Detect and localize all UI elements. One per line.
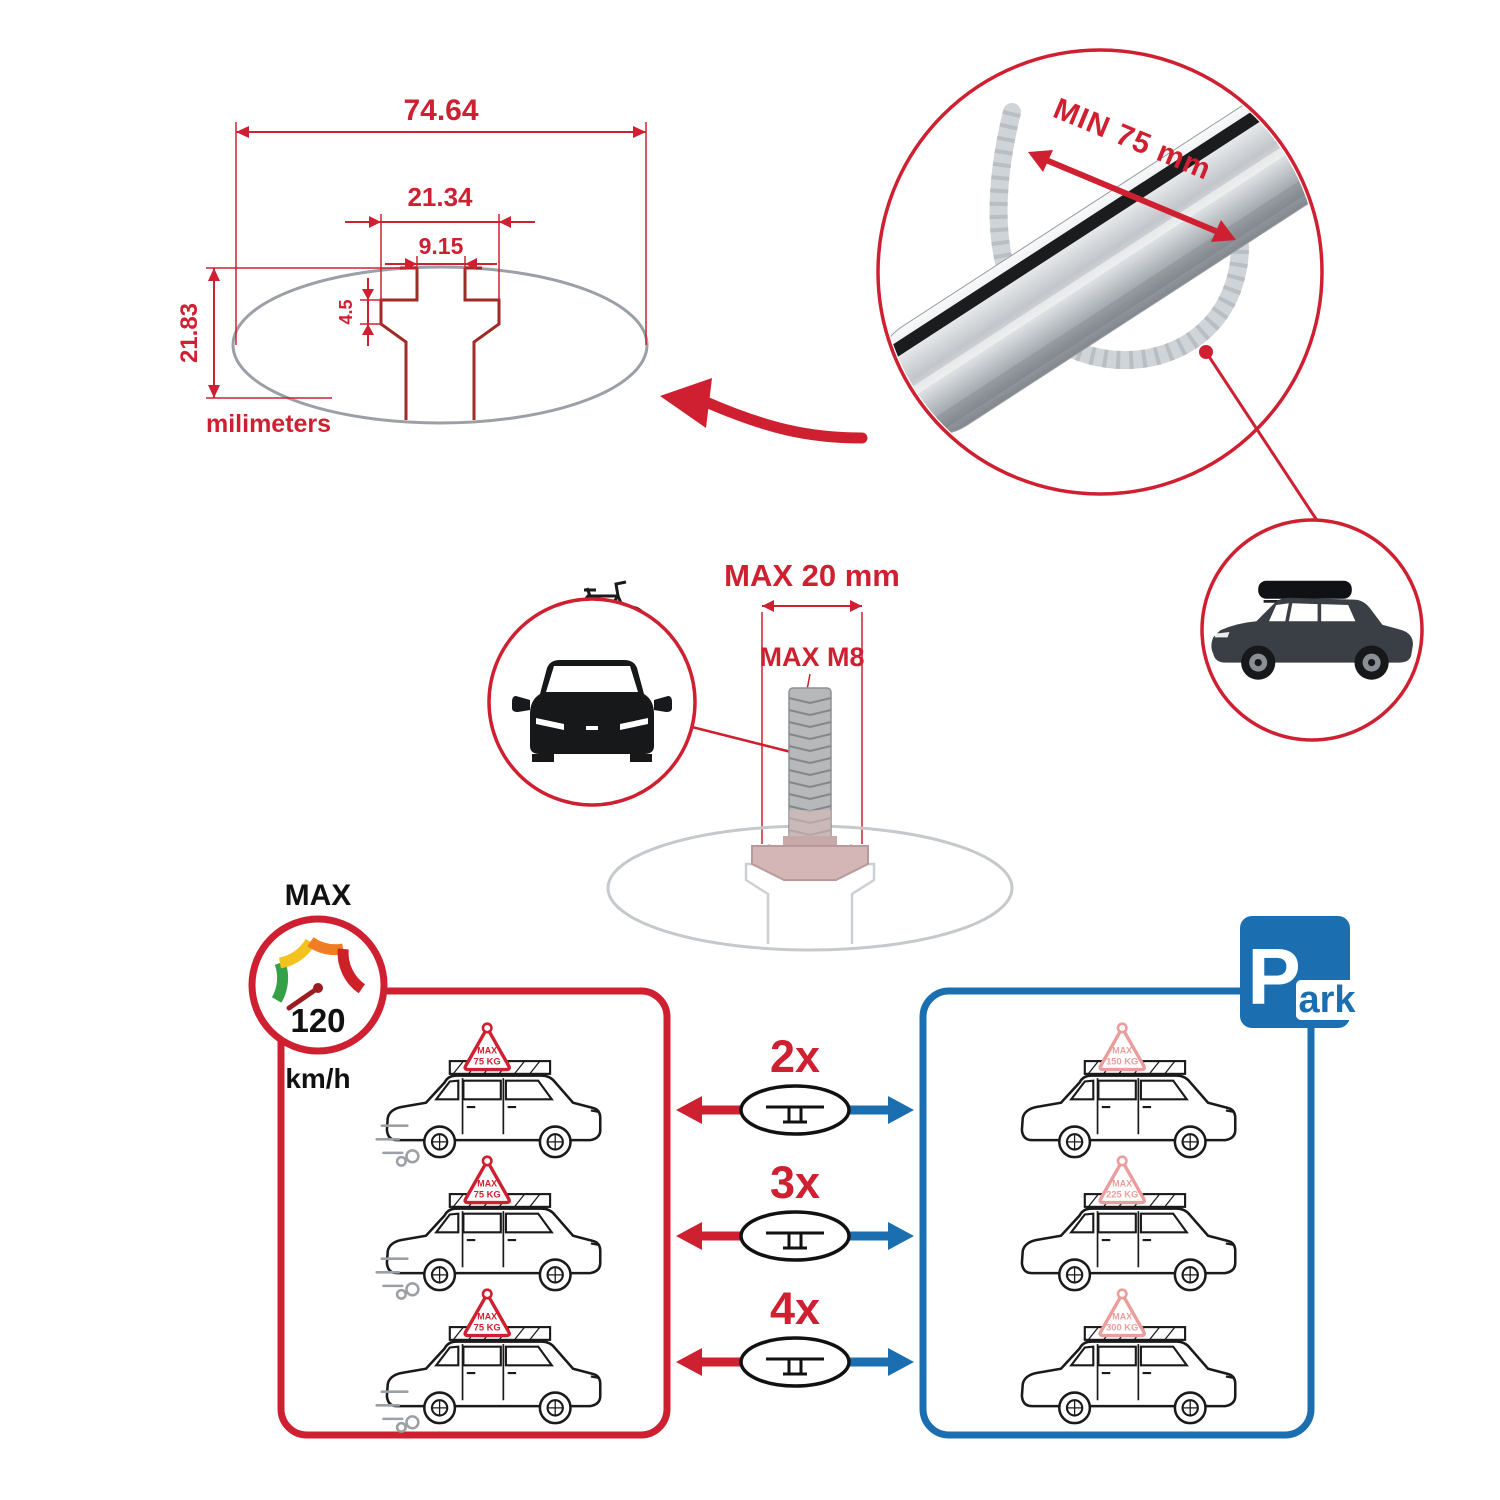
- multiplier-label: 3x: [770, 1157, 820, 1208]
- max-20-label: MAX 20 mm: [724, 558, 900, 593]
- zoom-arrow: [660, 378, 868, 444]
- dimension-slot-width: 9.15: [419, 233, 464, 259]
- bolt-icon: [751, 687, 869, 881]
- load-sign-max: MAX: [477, 1311, 497, 1321]
- dimension-slot-depth: 4.5: [336, 299, 356, 324]
- load-sign-weight: 75 KG: [474, 1323, 501, 1333]
- multiplier-label: 2x: [770, 1031, 820, 1082]
- load-sign-max: MAX: [1112, 1045, 1132, 1055]
- right-arrow: [888, 1348, 914, 1376]
- speed-units: km/h: [285, 1063, 350, 1094]
- driving-car-2: MAX 75 KG: [375, 1154, 602, 1300]
- detail-circle-outline: [876, 48, 1324, 496]
- car-front-circle: [487, 580, 796, 807]
- multiplier-row-4x: 4x: [676, 1283, 914, 1388]
- park-sign: P ark: [1240, 916, 1358, 1028]
- dimension-height: 21.83: [176, 303, 203, 363]
- crossbar-dimension-drawing: 74.64 21.34 9.15 4.5 21.83 milimeters: [176, 94, 649, 438]
- crossbar-profile-icon: [766, 1105, 824, 1124]
- driving-car-1: MAX 75 KG: [375, 1022, 602, 1167]
- suv-roofbox-circle: [1200, 518, 1424, 742]
- gauge-needle: [286, 985, 321, 1011]
- driving-car-3: MAX 75 KG: [375, 1287, 602, 1433]
- load-sign-weight: 75 KG: [474, 1057, 501, 1067]
- left-arrow: [676, 1348, 702, 1376]
- dimension-total-width: 74.64: [403, 94, 478, 127]
- load-sign-max: MAX: [1112, 1311, 1132, 1321]
- suv-icon: [1211, 580, 1413, 680]
- load-sign-max: MAX: [477, 1178, 497, 1188]
- multiplier-row-2x: 2x: [676, 1031, 914, 1136]
- park-sign-p: P: [1247, 932, 1300, 1021]
- right-arrow: [888, 1222, 914, 1250]
- crossbar-photo-circle: MIN 75 mm: [876, 48, 1324, 523]
- t-slot-profile: [379, 266, 501, 420]
- load-sign-weight: 225 KG: [1106, 1190, 1138, 1200]
- crossbar-profile-icon: [766, 1231, 824, 1250]
- right-arrow: [888, 1096, 914, 1124]
- units-label: milimeters: [206, 410, 331, 438]
- multiplier-row-3x: 3x: [676, 1157, 914, 1262]
- left-arrow: [676, 1096, 702, 1124]
- car-front-icon: [512, 660, 672, 762]
- park-car-3: MAX 300 KG: [1020, 1287, 1237, 1425]
- load-sign-weight: 300 KG: [1106, 1323, 1138, 1333]
- speedometer: MAX 120 km/h: [248, 879, 388, 1094]
- load-sign-weight: 150 KG: [1106, 1057, 1138, 1067]
- speed-max-label: MAX: [285, 879, 352, 912]
- crossbar-bar-illustration: [881, 80, 1319, 460]
- multiplier-label: 4x: [770, 1283, 820, 1334]
- park-car-1: MAX 150 KG: [1020, 1022, 1237, 1159]
- left-arrow: [676, 1222, 702, 1250]
- crossbar-profile-icon: [766, 1357, 824, 1376]
- cross-section-ellipse: [231, 265, 649, 425]
- load-sign-max: MAX: [1112, 1178, 1132, 1188]
- load-sign-max: MAX: [477, 1045, 497, 1055]
- load-sign-weight: 75 KG: [474, 1190, 501, 1200]
- bolt-diagram: MAX 20 mm MAX M8: [606, 558, 1014, 952]
- park-car-2: MAX 225 KG: [1020, 1154, 1237, 1292]
- speed-value: 120: [290, 1002, 345, 1039]
- dimension-channel-width: 21.34: [407, 182, 473, 212]
- park-sign-ark: ark: [1298, 979, 1356, 1021]
- strap-icon: [989, 103, 1249, 369]
- max-m8-label: MAX M8: [759, 642, 864, 672]
